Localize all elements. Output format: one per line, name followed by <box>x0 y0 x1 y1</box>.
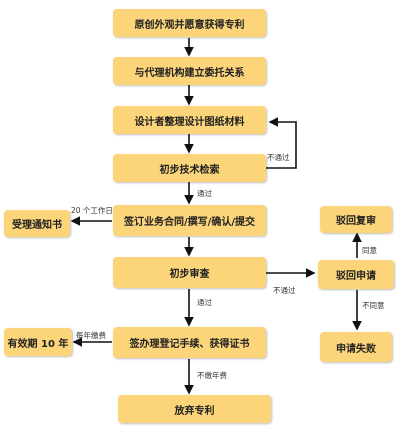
step-preliminary-search: 初步技术检索 <box>113 154 266 182</box>
label-agree: 同意 <box>362 246 377 255</box>
label-disagree: 不同意 <box>362 301 385 310</box>
label-not-passed-search: 不通过 <box>267 153 290 162</box>
label-no-annual-fee: 不缴年费 <box>197 371 227 380</box>
arrow-4-3-retry <box>266 117 297 169</box>
acceptance-notice: 受理通知书 <box>4 210 70 237</box>
application-failed: 申请失败 <box>320 332 392 362</box>
rejection-reexamination: 驳回复审 <box>320 206 392 233</box>
step-preliminary-review: 初步审查 <box>113 257 266 288</box>
label-passed-review: 通过 <box>197 298 212 307</box>
label-annual-fee: 每年缴费 <box>76 331 106 340</box>
validity-10-years: 有效期 10 年 <box>4 328 72 356</box>
step-sign-submit: 签订业务合同/撰写/确认/提交 <box>113 205 266 236</box>
reject-application: 驳回申请 <box>318 260 394 289</box>
label-20-work-days: 20 个工作日 <box>71 206 113 215</box>
step-original-design: 原创外观并愿意获得专利 <box>113 9 266 37</box>
step-agency-contract: 与代理机构建立委托关系 <box>113 57 266 85</box>
label-not-passed-review: 不通过 <box>273 286 296 295</box>
step-register-certificate: 签办理登记手续、获得证书 <box>113 327 266 358</box>
step-abandon-patent: 放弃专利 <box>118 395 271 423</box>
label-passed-search: 通过 <box>197 189 212 198</box>
step-prepare-drawings: 设计者整理设计图纸材料 <box>113 106 266 134</box>
